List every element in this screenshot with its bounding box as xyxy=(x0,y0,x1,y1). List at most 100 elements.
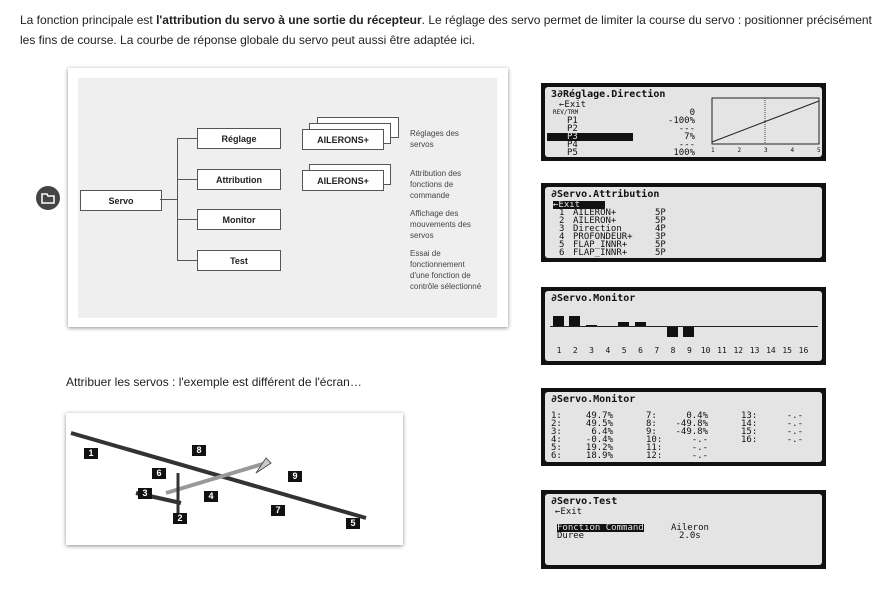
function-name[interactable]: AILERON+ xyxy=(573,208,617,218)
function-name[interactable]: Direction xyxy=(573,224,622,234)
screen-title: ∂Servo.Test xyxy=(551,496,618,507)
receiver-output[interactable]: 5P xyxy=(655,216,666,226)
point-value[interactable]: --- xyxy=(678,124,695,134)
test-function-value[interactable]: Aileron xyxy=(671,523,709,533)
receiver-output[interactable]: 4P xyxy=(655,224,666,234)
channel-label: 9 xyxy=(686,346,692,355)
servo-label-7: 7 xyxy=(271,505,285,516)
point-label: P4 xyxy=(567,140,578,150)
channel-label: 13: xyxy=(741,411,758,421)
axis-tick: 5 xyxy=(817,147,821,154)
servo-label-8: 8 xyxy=(192,445,206,456)
exit-button[interactable]: ←Exit xyxy=(553,201,605,210)
servo-label-9: 9 xyxy=(288,471,302,482)
channel-label: 14 xyxy=(766,346,776,355)
servo-label-3: 3 xyxy=(138,488,152,499)
exit-button[interactable]: ←Exit xyxy=(555,507,583,517)
diagram-monitor: Monitor xyxy=(197,209,281,230)
channel-label: 6 xyxy=(638,346,643,355)
function-name[interactable]: AILERON+ xyxy=(573,216,617,226)
receiver-output[interactable]: 3P xyxy=(655,232,666,242)
channel-label: 7: xyxy=(646,411,657,421)
channel-value: -.- xyxy=(786,435,803,445)
point-label: P3 xyxy=(567,132,578,142)
channel-label: 14: xyxy=(741,419,758,429)
servo-label-4: 4 xyxy=(204,491,218,502)
point-value[interactable]: 0 xyxy=(689,108,695,118)
row-number: 3 xyxy=(559,224,565,234)
servo-bar-2 xyxy=(569,316,581,326)
function-name[interactable]: FLAP_INNR+ xyxy=(573,240,628,250)
row-number: 2 xyxy=(559,216,565,226)
channel-label: 1: xyxy=(551,411,562,421)
reglage-sub: AILERONS+ xyxy=(302,129,384,150)
receiver-output[interactable]: 5P xyxy=(655,208,666,218)
channel-value: -.- xyxy=(786,427,803,437)
channel-label: 15 xyxy=(782,346,792,355)
channel-label: 2 xyxy=(572,346,578,355)
screen-monitor-values: ∂Servo.Monitor 1:49.7%2:49.5%3:6.4%4:-0.… xyxy=(541,388,826,466)
folder-icon[interactable] xyxy=(36,186,60,210)
channel-label: 10 xyxy=(700,346,711,355)
channel-label: 8: xyxy=(646,419,657,429)
exit-button[interactable]: ←Exit xyxy=(559,100,587,110)
screen-test: ∂Servo.Test ←Exit Fonction Command Ailer… xyxy=(541,490,826,569)
channel-value: -.- xyxy=(691,443,708,453)
channel-value: -.- xyxy=(691,435,708,445)
channel-label: 12 xyxy=(733,346,744,355)
desc-monitor: Affichage des mouvements des servos xyxy=(410,209,471,240)
channel-label: 3: xyxy=(551,427,562,437)
channel-value: 49.5% xyxy=(585,419,613,429)
screen-title: ∂Servo.Monitor xyxy=(551,394,636,405)
function-name[interactable]: FLAP_INNR+ xyxy=(573,248,628,258)
channel-label: 3 xyxy=(589,346,594,355)
channel-value: 49.7% xyxy=(585,411,613,421)
channel-label: 6: xyxy=(551,451,562,461)
channel-value: -.- xyxy=(786,419,803,429)
servo-label-2: 2 xyxy=(173,513,187,524)
channel-label: 8 xyxy=(670,346,676,355)
channel-label: 5: xyxy=(551,443,562,453)
servo-bar-5 xyxy=(618,322,630,326)
point-label: P2 xyxy=(567,124,578,134)
channel-label: 4: xyxy=(551,435,562,445)
desc-reglage: Réglages des servos xyxy=(410,129,459,149)
screen-title: ∂Servo.Monitor xyxy=(551,293,636,304)
servo-bar-8 xyxy=(667,327,679,337)
servo-bar-3 xyxy=(585,324,597,326)
channel-label: 16: xyxy=(741,435,758,445)
receiver-output[interactable]: 5P xyxy=(655,248,666,258)
channel-value: 18.9% xyxy=(585,451,613,461)
point-value[interactable]: 7% xyxy=(684,132,695,142)
test-function-label[interactable]: Fonction Command xyxy=(557,523,644,533)
channel-value: -.- xyxy=(786,411,803,421)
caption: Attribuer les servos : l'exemple est dif… xyxy=(66,375,362,389)
point-label: REV/TRM xyxy=(553,109,579,116)
test-duration-label: Durée xyxy=(557,531,585,541)
channel-label: 1 xyxy=(556,346,562,355)
diagram-root: Servo xyxy=(80,190,162,211)
channel-value: 0.4% xyxy=(686,411,708,421)
point-label: P5 xyxy=(567,148,578,158)
axis-tick: 3 xyxy=(764,147,768,154)
receiver-output[interactable]: 5P xyxy=(655,240,666,250)
channel-label: 7 xyxy=(654,346,660,355)
intro-paragraph: La fonction principale est l'attribution… xyxy=(20,10,880,50)
desc-test: Essai de fonctionnement d'une fonction d… xyxy=(410,249,482,291)
point-value[interactable]: --- xyxy=(678,140,695,150)
intro-bold: l'attribution du servo à une sortie du r… xyxy=(156,13,422,27)
channel-label: 16 xyxy=(798,346,809,355)
axis-tick: 4 xyxy=(790,147,795,154)
point-value[interactable]: 100% xyxy=(673,148,695,158)
screen-title: 3∂Réglage.Direction xyxy=(551,89,666,100)
test-duration-value[interactable]: 2.0s xyxy=(679,531,701,541)
channel-label: 9: xyxy=(646,427,657,437)
channel-value: -49.8% xyxy=(675,427,708,437)
point-value[interactable]: -100% xyxy=(667,116,695,126)
channel-label: 4 xyxy=(605,346,611,355)
function-name[interactable]: PROFONDEUR+ xyxy=(573,232,633,242)
channel-value: 6.4% xyxy=(591,427,613,437)
